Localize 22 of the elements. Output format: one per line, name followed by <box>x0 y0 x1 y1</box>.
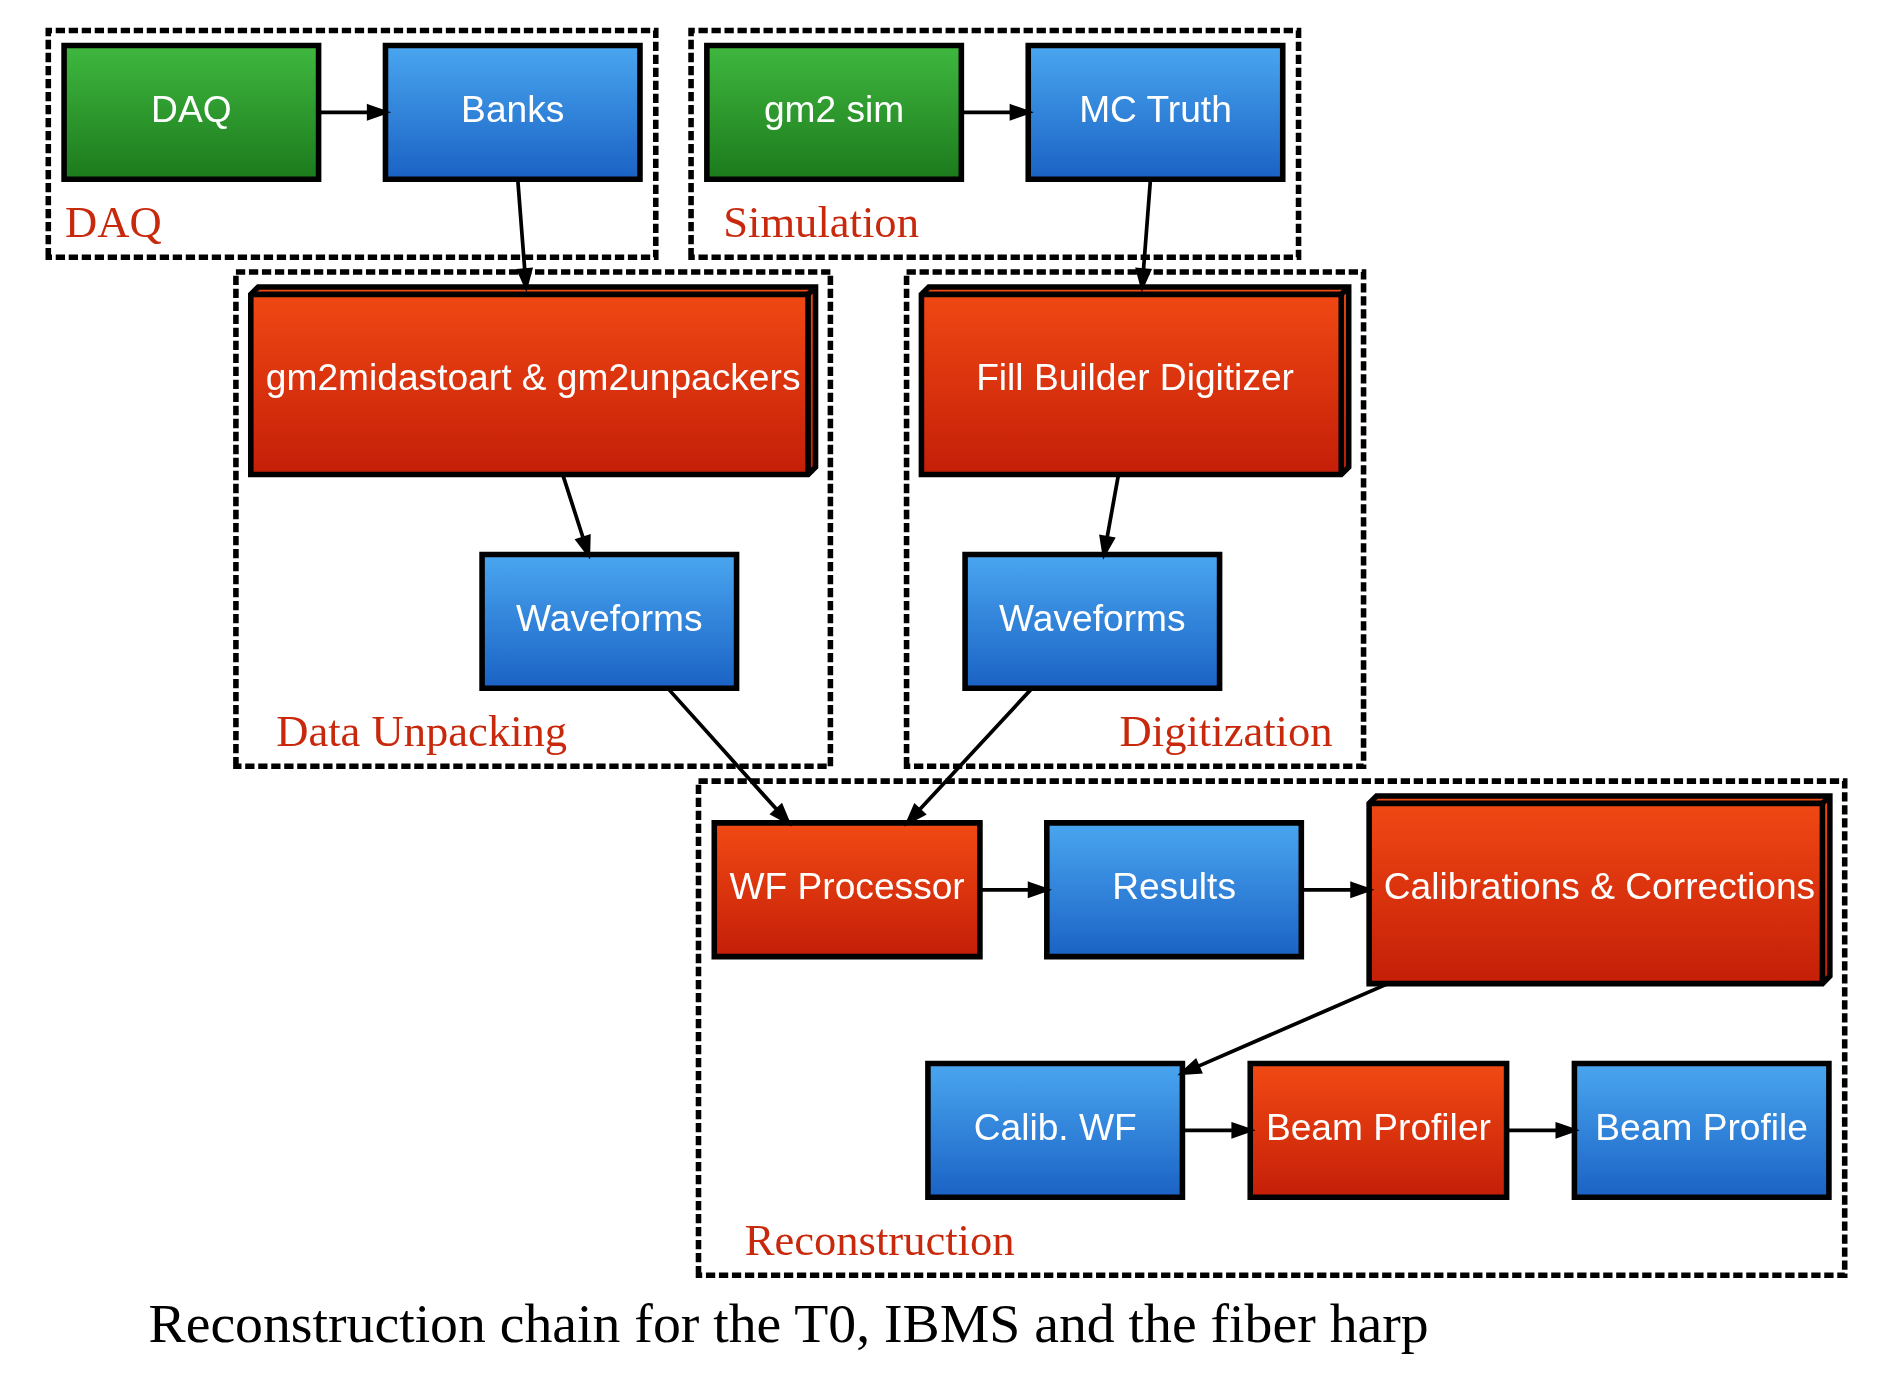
arrow <box>515 179 534 293</box>
arrow <box>961 103 1034 121</box>
node-box: Results <box>1044 820 1305 960</box>
arrow <box>561 474 591 560</box>
arrow <box>318 103 392 121</box>
node-box: gm2 sim <box>704 42 965 182</box>
node-box: WF Processor <box>711 820 983 960</box>
arrow <box>1099 474 1121 560</box>
node-box: Waveforms <box>962 551 1223 691</box>
node-box: Beam Profiler <box>1247 1060 1510 1200</box>
caption: Reconstruction chain for the T0, IBMS and the fiber harp <box>148 1292 1429 1355</box>
arrow <box>1182 1121 1256 1139</box>
node-box: Beam Profile <box>1571 1060 1832 1200</box>
arrow <box>1507 1121 1580 1139</box>
node-box: MC Truth <box>1025 42 1286 182</box>
node-box: Waveforms <box>479 551 740 691</box>
node-box: DAQ <box>61 42 322 182</box>
arrow <box>980 881 1052 899</box>
node-box: Banks <box>382 42 643 182</box>
node-box: Calib. WF <box>925 1060 1186 1200</box>
arrow <box>1302 881 1375 899</box>
arrow <box>1135 179 1153 293</box>
